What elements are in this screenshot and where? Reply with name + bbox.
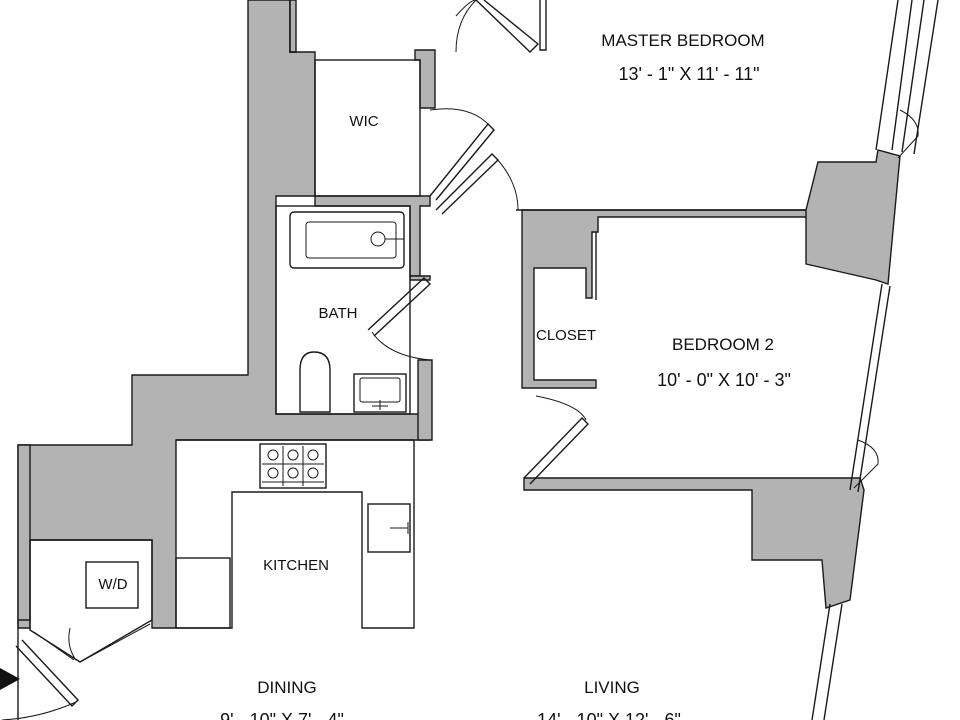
walls bbox=[17, 0, 901, 629]
window-line-4 bbox=[849, 283, 883, 491]
kitchen-faucet bbox=[390, 522, 409, 534]
window-line-2 bbox=[901, 0, 925, 153]
cooktop bbox=[259, 443, 327, 489]
master-door-jamb bbox=[539, 0, 547, 51]
wd-closet-outline bbox=[29, 539, 153, 663]
dining-dims: 9' - 10" X 7' - 4" bbox=[220, 710, 344, 720]
kitchen-label: KITCHEN bbox=[263, 557, 329, 574]
bath-door-arc bbox=[371, 331, 431, 361]
window-line-5 bbox=[857, 285, 891, 493]
wd-door-leaf-right bbox=[79, 623, 151, 663]
toilet bbox=[299, 351, 331, 413]
window-vent-2 bbox=[853, 439, 879, 489]
wic-door-leaf bbox=[429, 122, 495, 201]
wd-door-leaf-left bbox=[33, 631, 75, 661]
hall-door-arc bbox=[495, 157, 519, 211]
bathtub bbox=[289, 211, 405, 269]
window-column-upper bbox=[805, 149, 901, 285]
washer-dryer bbox=[85, 561, 139, 609]
closet-label: CLOSET bbox=[536, 327, 596, 344]
hall-door-leaf bbox=[435, 153, 499, 215]
bath-door-leaf bbox=[367, 277, 432, 337]
wd-enclosure-wall bbox=[17, 444, 31, 621]
wic-bath-partition bbox=[414, 49, 436, 109]
bath-fixtures bbox=[289, 211, 407, 413]
cooktop-burners bbox=[262, 446, 324, 486]
bath-lower-right-wall bbox=[417, 359, 433, 441]
dining-label: DINING bbox=[257, 678, 317, 697]
closet-walls bbox=[521, 209, 813, 389]
bath-label: BATH bbox=[319, 305, 358, 322]
window-column-lower bbox=[523, 477, 865, 609]
wic-label: WIC bbox=[349, 113, 378, 130]
master-door-leaf bbox=[475, 0, 540, 53]
wic-outline bbox=[314, 59, 421, 197]
bedroom2-label: BEDROOM 2 bbox=[672, 335, 774, 354]
entry-door-frame bbox=[289, 0, 296, 53]
door-swing-master bbox=[455, 0, 477, 17]
labels: MASTER BEDROOM 13' - 1" X 11' - 11" WIC … bbox=[98, 31, 790, 720]
window-line-7 bbox=[823, 603, 843, 720]
window-line-1 bbox=[891, 0, 913, 151]
wd-label: W/D bbox=[98, 576, 127, 593]
window-line-8 bbox=[875, 0, 899, 151]
bedroom2-dims: 10' - 0" X 10' - 3" bbox=[657, 370, 791, 390]
kitchen-fridge bbox=[175, 557, 231, 629]
window-line-6 bbox=[811, 603, 831, 720]
bath-outline bbox=[275, 205, 411, 415]
bathtub-basin bbox=[305, 221, 397, 259]
bedroom2-door-leaf bbox=[523, 417, 589, 485]
vanity-faucet bbox=[372, 400, 388, 410]
master-bedroom-label: MASTER BEDROOM bbox=[601, 31, 764, 50]
entry-door-arc bbox=[1, 701, 77, 720]
bedroom2-door-arc bbox=[535, 395, 587, 421]
master-door-arc bbox=[455, 0, 477, 53]
entry-door-leaf bbox=[15, 639, 79, 708]
wd-door-arc bbox=[68, 627, 77, 661]
living-dims: 14' - 10" X 12' - 6" bbox=[537, 710, 681, 720]
window-vent-1 bbox=[897, 109, 919, 159]
kitchen-counter-outline bbox=[176, 439, 415, 629]
bath-right-wall bbox=[409, 275, 431, 281]
outlines bbox=[0, 0, 939, 720]
entry-arrow-icon bbox=[0, 668, 20, 690]
wic-door-arc bbox=[429, 108, 491, 127]
top-wall-segment bbox=[289, 0, 297, 53]
master-bedroom-dims: 13' - 1" X 11' - 11" bbox=[618, 64, 759, 84]
living-label: LIVING bbox=[584, 678, 640, 697]
